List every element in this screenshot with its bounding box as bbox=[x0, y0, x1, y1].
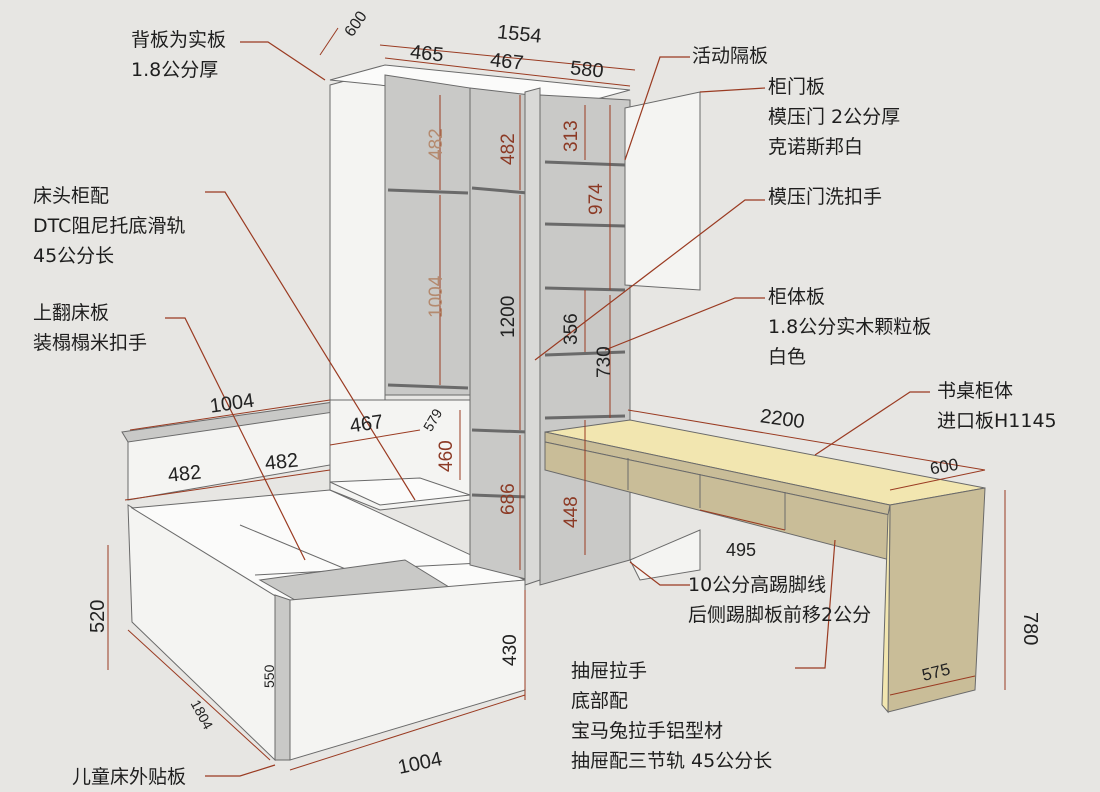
dim-h-left-mid: 1004 bbox=[426, 275, 447, 318]
note-line: 1.8公分实木颗粒板 bbox=[768, 316, 932, 338]
note-door-handle: 模压门洗扣手 bbox=[768, 182, 882, 212]
shelf bbox=[471, 186, 529, 195]
leader-cabinet-door bbox=[699, 87, 766, 93]
note-line: 45公分长 bbox=[33, 245, 115, 267]
dim-bed-length-top: 1004 bbox=[209, 390, 256, 418]
desk bbox=[544, 419, 986, 714]
shelf bbox=[387, 383, 469, 390]
leader-movable-shelf bbox=[624, 56, 690, 161]
note-cabinet-door: 柜门板 模压门 2公分厚 克诺斯邦白 bbox=[768, 72, 900, 162]
dim-h-left-top: 482 bbox=[426, 128, 447, 160]
wardrobe-left-side bbox=[329, 69, 386, 401]
dim-h-right-top: 313 bbox=[561, 120, 582, 152]
note-flip-bed: 上翻床板 装榻榻米扣手 bbox=[33, 298, 147, 358]
dim-h-mid-long: 1200 bbox=[498, 296, 519, 338]
note-line: 宝马兔拉手铝型材 bbox=[571, 720, 724, 742]
note-line: 背板为实板 bbox=[131, 29, 227, 51]
dim-h-right-mid2: 730 bbox=[594, 346, 615, 378]
note-line: 柜体板 bbox=[768, 286, 826, 308]
note-line: DTC阻尼托底滑轨 bbox=[33, 215, 186, 237]
note-line: 白色 bbox=[768, 346, 807, 368]
wardrobe-right-door bbox=[624, 91, 701, 291]
dim-depth-top: 600 bbox=[342, 8, 371, 40]
note-desk-body: 书桌柜体 进口板H1145 bbox=[937, 376, 1057, 436]
note-line: 活动隔板 bbox=[692, 45, 769, 67]
note-line: 儿童床外贴板 bbox=[72, 766, 187, 788]
note-line: 模压门 2公分厚 bbox=[768, 106, 901, 128]
dim-desk-depth: 600 bbox=[928, 455, 959, 479]
shelf bbox=[544, 286, 626, 292]
note-line: 抽屉拉手 bbox=[571, 660, 648, 682]
shelf bbox=[471, 428, 529, 434]
dim-bed-front-h: 430 bbox=[500, 634, 521, 666]
leader-desk-body bbox=[814, 391, 930, 456]
note-line: 上翻床板 bbox=[33, 302, 110, 324]
nightstand-drawer bbox=[329, 477, 471, 506]
leader-drawer bbox=[795, 539, 836, 669]
note-line: 10公分高踢脚线 bbox=[688, 574, 827, 596]
dimension-lines bbox=[107, 27, 1006, 771]
bed bbox=[121, 401, 527, 762]
note-cabinet-body: 柜体板 1.8公分实木颗粒板 白色 bbox=[768, 282, 931, 372]
leader-skirting bbox=[629, 561, 690, 586]
note-line: 进口板H1145 bbox=[937, 410, 1057, 432]
note-bedside-cabinet: 床头柜配 DTC阻尼托底滑轨 45公分长 bbox=[33, 181, 185, 271]
note-bed-outer: 儿童床外贴板 bbox=[72, 762, 186, 792]
dim-desk-length: 2200 bbox=[759, 405, 806, 433]
dim-h-mid-low: 686 bbox=[498, 483, 519, 515]
note-line: 柜门板 bbox=[768, 76, 826, 98]
dim-h-right-low: 448 bbox=[561, 496, 582, 528]
note-line: 克诺斯邦白 bbox=[768, 136, 864, 158]
shelf bbox=[471, 493, 529, 499]
desk-leg-face bbox=[881, 504, 891, 714]
shelf bbox=[544, 414, 626, 420]
note-back-panel: 背板为实板 1.8公分厚 bbox=[131, 25, 226, 85]
note-line: 1.8公分厚 bbox=[131, 59, 219, 81]
dim-bed-length-side: 1804 bbox=[188, 697, 217, 732]
dim-bed-half-2: 482 bbox=[264, 449, 299, 474]
dim-nightstand-w: 467 bbox=[349, 411, 385, 437]
note-drawer: 抽屉拉手 底部配 宝马兔拉手铝型材 抽屉配三节轨 45公分长 bbox=[571, 656, 772, 776]
wardrobe-middle-door bbox=[524, 87, 541, 586]
bed-front-panel-edge bbox=[274, 594, 291, 761]
dim-total-width: 1554 bbox=[496, 21, 543, 48]
desk-side-door bbox=[629, 529, 701, 581]
dim-h-right-mid: 356 bbox=[561, 313, 582, 345]
leader-door-handle bbox=[534, 199, 765, 361]
note-line: 抽屉配三节轨 45公分长 bbox=[571, 750, 773, 772]
dim-bed-front-w: 1004 bbox=[396, 748, 444, 779]
wardrobe-left-bay bbox=[384, 74, 471, 396]
leader-bed-outer bbox=[205, 764, 276, 777]
leader-back-panel bbox=[240, 41, 326, 81]
shelf bbox=[544, 350, 626, 357]
dim-h-mid-top: 482 bbox=[498, 133, 519, 165]
shelf bbox=[544, 222, 626, 228]
leader-bedside bbox=[205, 191, 416, 501]
note-skirting: 10公分高踢脚线 后侧踢脚板前移2公分 bbox=[688, 570, 871, 630]
dim-nightstand-h: 460 bbox=[436, 440, 457, 472]
shelf bbox=[387, 188, 469, 195]
note-line: 底部配 bbox=[571, 690, 629, 712]
dim-bed-height: 520 bbox=[87, 600, 109, 633]
note-line: 后侧踢脚板前移2公分 bbox=[688, 604, 872, 626]
dim-w-right: 580 bbox=[569, 57, 604, 82]
dim-w-mid: 467 bbox=[489, 49, 524, 74]
shelf bbox=[544, 160, 626, 167]
note-line: 模压门洗扣手 bbox=[768, 186, 883, 208]
dim-desk-height: 780 bbox=[1019, 612, 1041, 645]
note-line: 床头柜配 bbox=[33, 185, 110, 207]
note-movable-shelf: 活动隔板 bbox=[692, 41, 768, 71]
leader-cabinet-body bbox=[604, 297, 765, 351]
dim-bed-inner-h: 550 bbox=[261, 664, 277, 688]
note-line: 装榻榻米扣手 bbox=[33, 332, 148, 354]
dim-w-left: 465 bbox=[409, 41, 444, 66]
dim-h-right-upper: 974 bbox=[586, 183, 607, 215]
dim-bed-half-1: 482 bbox=[167, 461, 202, 486]
dim-desk-drawer: 495 bbox=[726, 540, 756, 560]
note-line: 书桌柜体 bbox=[937, 380, 1014, 402]
